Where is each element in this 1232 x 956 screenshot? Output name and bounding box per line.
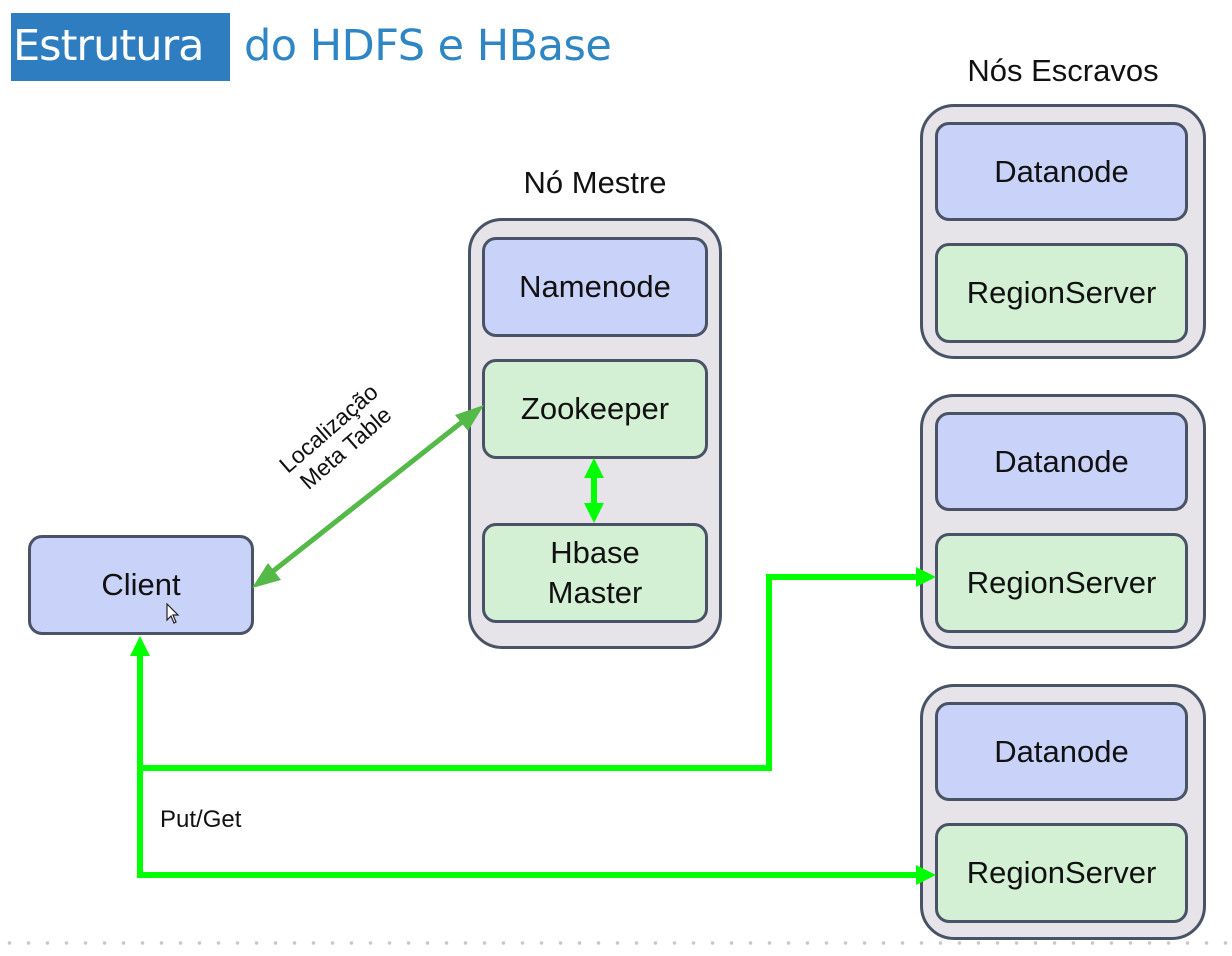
- bottom-dotted-rule: [0, 940, 1232, 946]
- datanode-box-2: Datanode: [935, 412, 1188, 511]
- regionserver-3-arrowhead: [916, 865, 936, 885]
- zookeeper-box: Zookeeper: [482, 359, 708, 459]
- regionserver-2-arrowhead: [916, 567, 936, 587]
- regionserver-label-2: RegionServer: [966, 565, 1157, 600]
- hbase-master-box: Hbase Master: [482, 523, 708, 623]
- meta-table-arrow: [252, 405, 484, 588]
- datanode-box-3: Datanode: [935, 702, 1188, 801]
- namenode-box: Namenode: [482, 237, 708, 337]
- title-rest: do HDFS e HBase: [244, 21, 612, 71]
- slaves-group-label: Nós Escravos: [967, 53, 1159, 88]
- regionserver-box-2: RegionServer: [935, 533, 1188, 633]
- datanode-box-1: Datanode: [935, 122, 1188, 221]
- regionserver-label-1: RegionServer: [966, 275, 1157, 310]
- datanode-label-1: Datanode: [994, 153, 1129, 189]
- client-box: Client: [28, 535, 254, 635]
- zookeeper-label: Zookeeper: [520, 391, 670, 426]
- datanode-label-2: Datanode: [994, 443, 1129, 479]
- mouse-cursor-icon: [166, 603, 180, 624]
- client-label: Client: [101, 567, 181, 602]
- datanode-label-3: Datanode: [994, 733, 1129, 769]
- put-get-arrows: [137, 574, 918, 878]
- client-arrowhead: [130, 636, 150, 656]
- namenode-label: Namenode: [519, 269, 671, 304]
- master-group-label: Nó Mestre: [523, 165, 667, 200]
- regionserver-label-3: RegionServer: [966, 855, 1157, 890]
- put-get-label: Put/Get: [160, 806, 242, 833]
- regionserver-box-3: RegionServer: [935, 823, 1188, 923]
- hbase-master-label: Hbase Master: [547, 535, 643, 610]
- title-highlight-box: [11, 13, 230, 81]
- title-highlight: Estrutura: [13, 21, 205, 71]
- zookeeper-hbase-arrow: [584, 458, 604, 523]
- regionserver-box-1: RegionServer: [935, 243, 1188, 343]
